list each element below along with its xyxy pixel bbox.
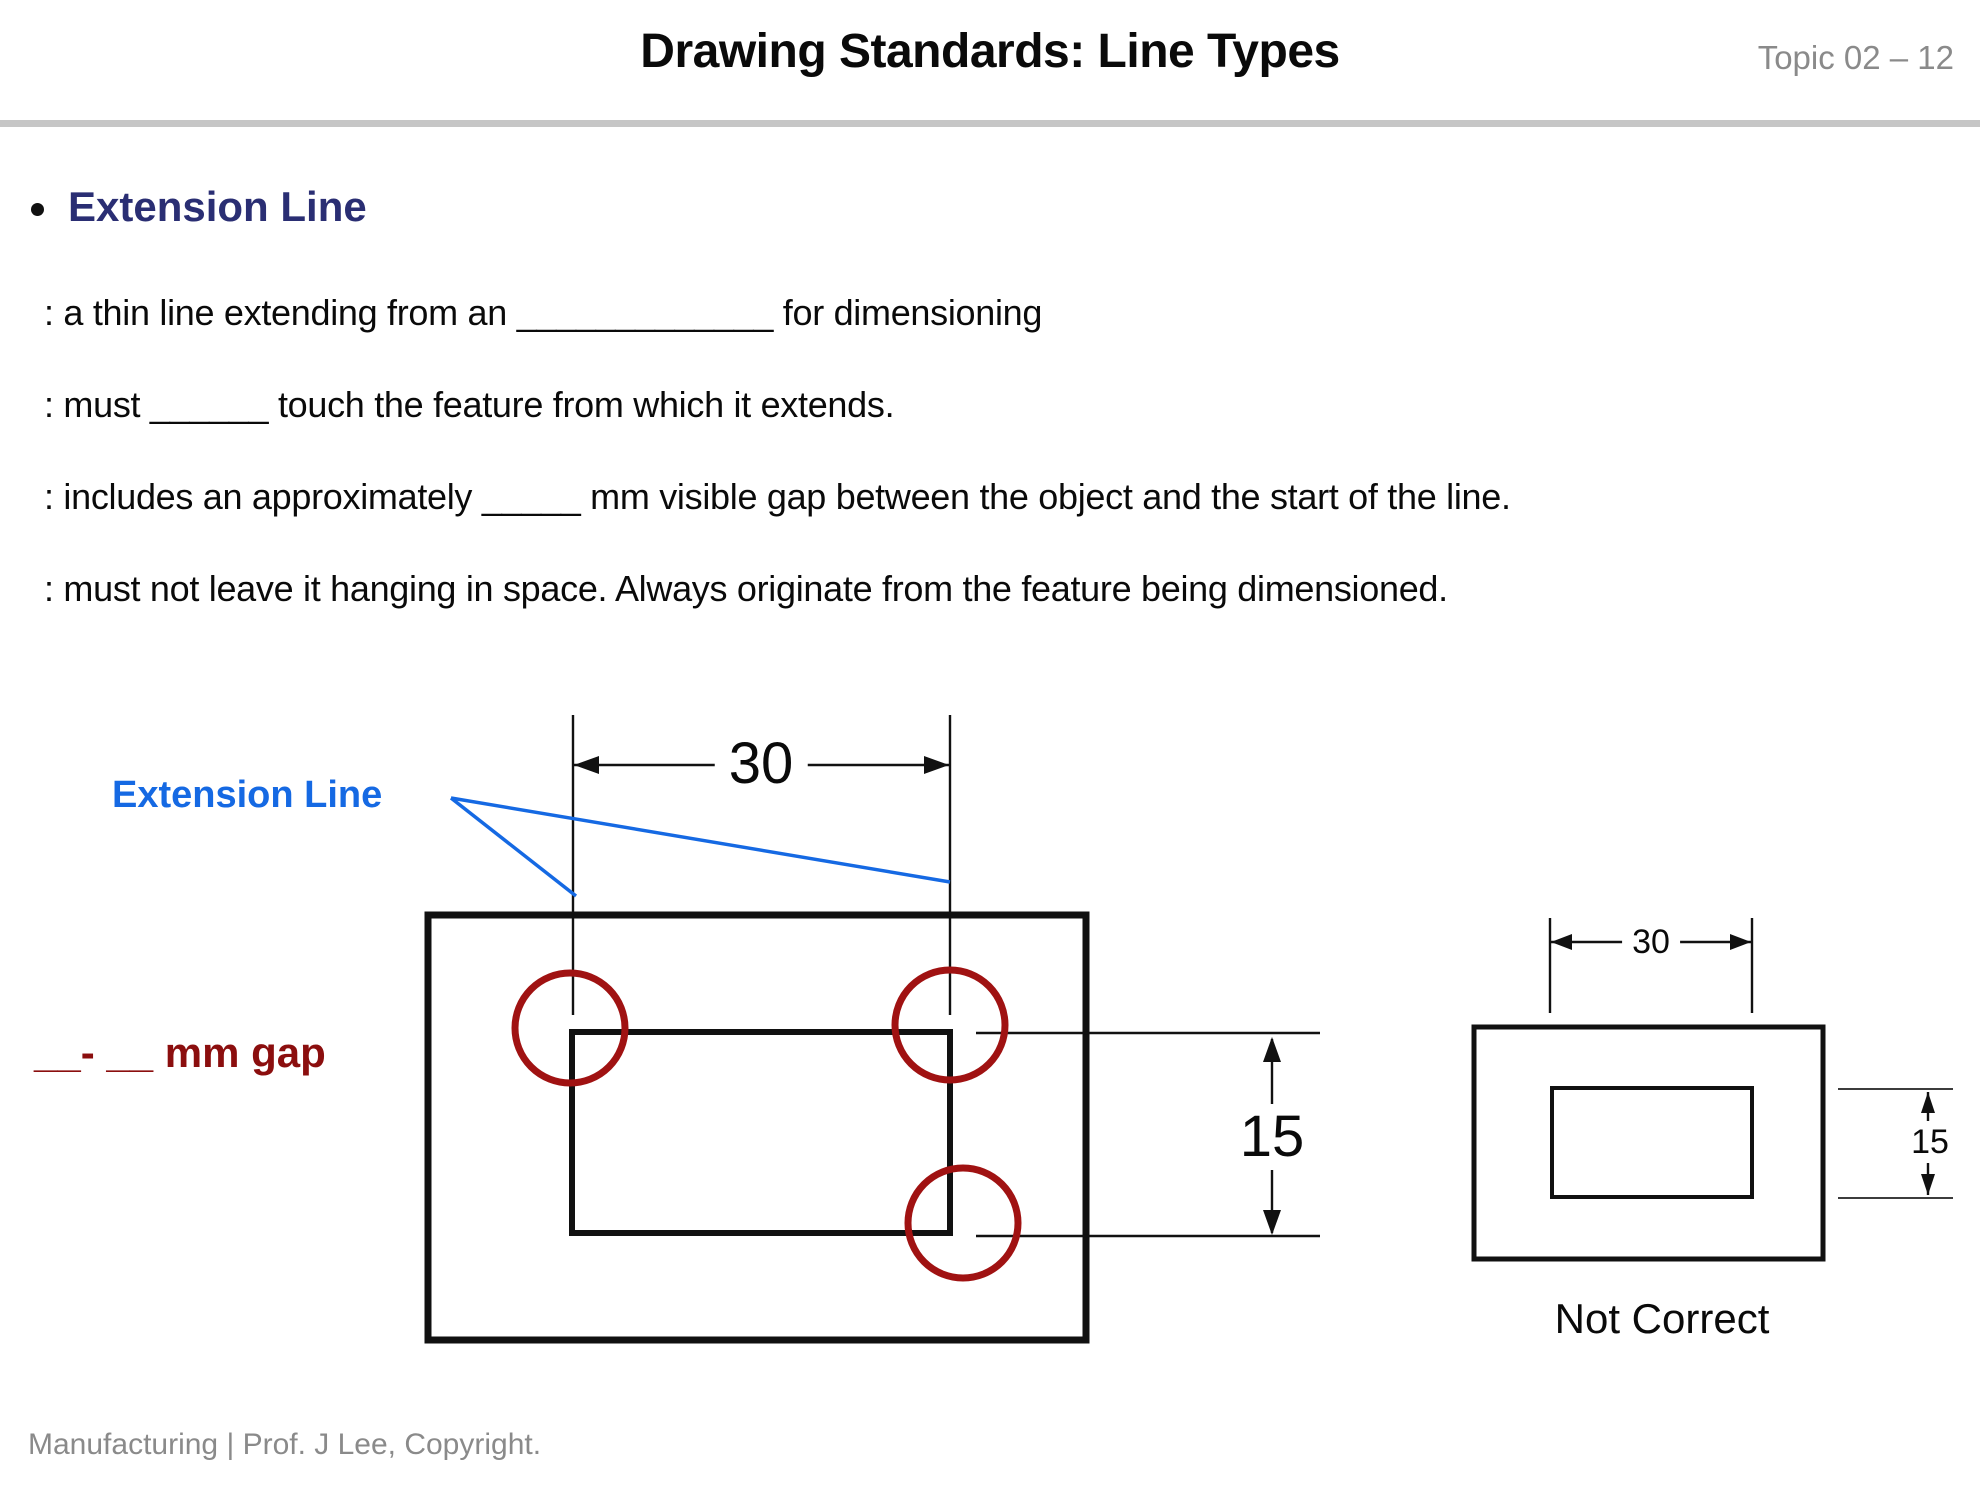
main-width-dimension-value: 30 [714, 731, 808, 797]
gap-circle-top-right [891, 966, 1009, 1084]
footer-credit: Manufacturing | Prof. J Lee, Copyright. [28, 1428, 542, 1461]
leader-line-right [450, 796, 951, 884]
gap-circle-top-left [511, 969, 629, 1087]
not-correct-caption: Not Correct [1554, 1295, 1770, 1342]
bullet-line-2: : must ______ touch the feature from whi… [44, 384, 895, 425]
nc-outer-rectangle [1471, 1024, 1826, 1262]
main-width-arrow-right-icon [924, 756, 949, 774]
main-height-arrow-down-icon [1263, 1210, 1281, 1235]
nc-height-arrow-up-icon [1921, 1092, 1935, 1113]
nc-height-dimension-value: 15 [1901, 1121, 1959, 1163]
bullet-marker [31, 203, 44, 216]
nc-width-dimension-value: 30 [1622, 921, 1680, 963]
main-outer-rectangle [424, 911, 1090, 1344]
nc-width-arrow-right-icon [1730, 934, 1751, 950]
topic-number: Topic 02 – 12 [1757, 39, 1954, 76]
gap-circle-bottom-right [904, 1164, 1022, 1282]
nc-width-arrow-left-icon [1551, 934, 1572, 950]
nc-inner-rectangle [1550, 1086, 1754, 1199]
page-title: Drawing Standards: Line Types [640, 25, 1340, 78]
main-height-dimension-value: 15 [1225, 1104, 1319, 1170]
nc-height-arrow-down-icon [1921, 1174, 1935, 1195]
bullet-line-4: : must not leave it hanging in space. Al… [44, 568, 1448, 609]
bullet-line-3: : includes an approximately _____ mm vis… [44, 476, 1511, 517]
main-inner-rectangle [569, 1029, 953, 1236]
main-height-arrow-up-icon [1263, 1037, 1281, 1062]
bullet-line-1: : a thin line extending from an ________… [44, 292, 1043, 333]
extension-line-callout: Extension Line [112, 774, 383, 816]
gap-size-label: __- __ mm gap [34, 1029, 326, 1076]
section-heading: Extension Line [68, 183, 367, 230]
bullet-list: : a thin line extending from an ________… [44, 267, 1511, 635]
header-divider [0, 120, 1980, 127]
leader-line-left [449, 796, 578, 898]
main-width-arrow-left-icon [574, 756, 599, 774]
